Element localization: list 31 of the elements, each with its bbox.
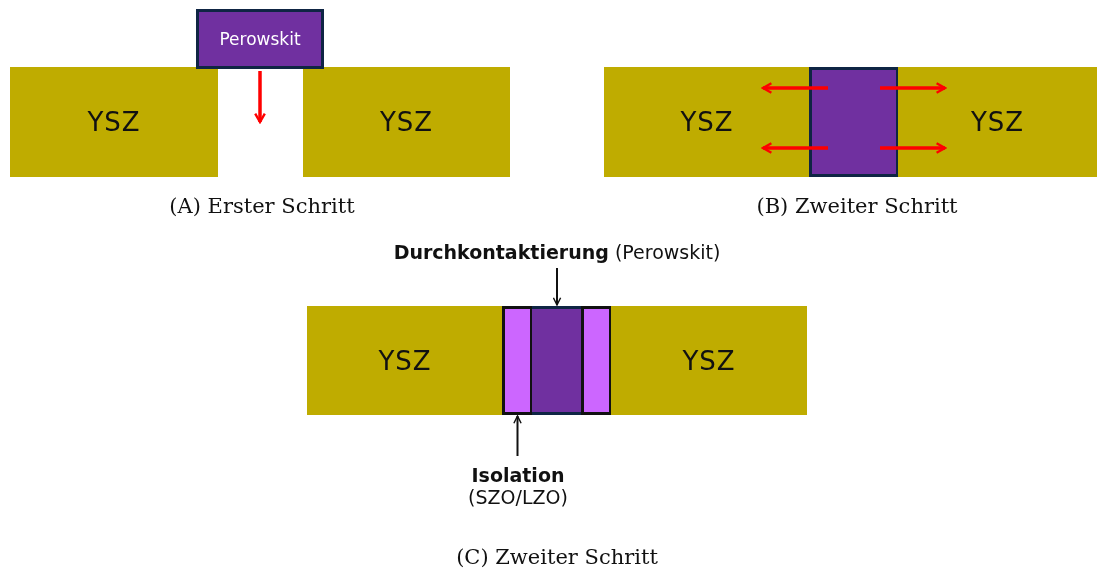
figure-caption: (A) Erster Schritt [169,194,355,218]
ysz-layer [611,306,807,415]
arrow [761,142,828,154]
perovskite-block [809,67,899,177]
leader-arrow [513,415,522,457]
figure-caption: (C) Zweiter Schritt [456,545,658,569]
leader-arrow [552,267,562,306]
layer-label: YSZ [680,107,734,137]
ysz-layer [307,306,503,415]
layer-label: YSZ [379,107,434,137]
arrow [880,142,947,154]
ysz-layer [898,67,1097,177]
layer-label: YSZ [87,107,141,137]
ysz-layer [303,67,510,177]
arrow [254,71,266,124]
ysz-layer [10,67,218,177]
layer-label: YSZ [682,345,736,376]
callout-text: Isolation [471,464,565,486]
callout-text: Durchkontaktierung (Perowskit) [393,241,721,263]
block-label: Perowskit [219,29,301,49]
arrow [880,82,947,94]
perovskite-block [196,9,324,69]
callout-text: (SZO/LZO) [468,486,568,508]
insulation-layer [502,306,533,415]
arrow [761,82,828,94]
figure-caption: (B) Zweiter Schritt [756,194,958,218]
ysz-layer [604,67,810,177]
perovskite-via [532,306,582,415]
insulation-layer [581,306,612,415]
layer-label: YSZ [970,107,1025,137]
layer-label: YSZ [378,345,432,376]
